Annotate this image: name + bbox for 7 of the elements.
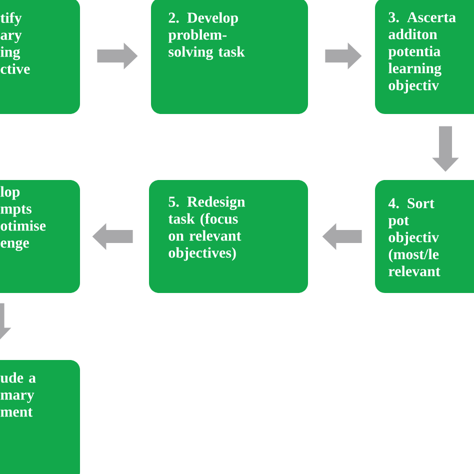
process-box: 5. Redesign task (focus on relevant objectives) [149,180,308,293]
process-box: 4. Sort pot objectiv (most/le relevant [375,180,474,293]
process-box: lop mpts otimise enge [0,180,80,293]
process-box: 2. Develop problem- solving task [151,0,308,114]
process-box: 3. Ascerta additon potentia learning objectiv [375,0,474,114]
process-box: ude a mary ment [0,360,80,474]
process-box: tify ary ing ctive [0,0,80,114]
